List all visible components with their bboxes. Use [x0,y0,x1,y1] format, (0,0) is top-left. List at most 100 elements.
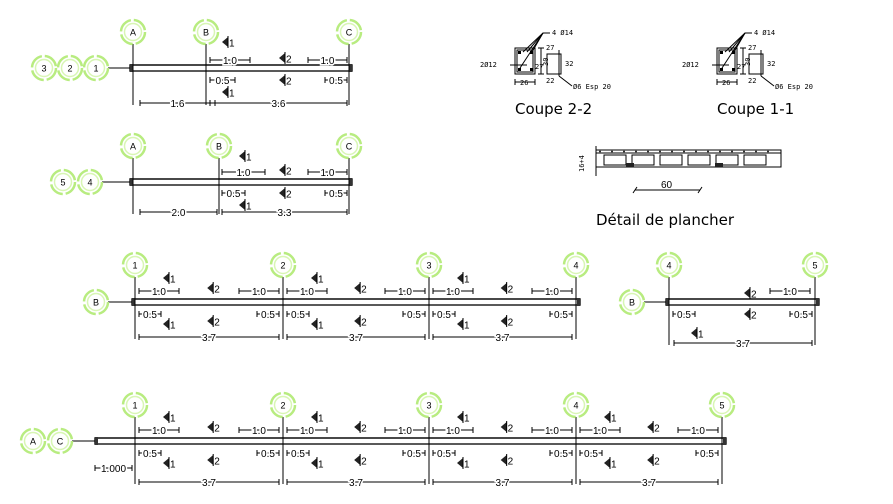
grid-row-bubble: 3 [30,54,58,82]
dimension-label: 0.5 [407,310,421,321]
grid-axis-bubble: 1 [121,251,149,279]
top-bar-length: 1.0 [677,425,719,439]
dimension-label: 1.0 [321,56,335,67]
dimension-label: 1.0 [446,426,460,437]
section-marker-label: 1 [464,321,470,332]
bottom-bar-length: 0.5 [221,188,246,202]
section-marker: 2 [207,421,220,435]
floor-detail-title: Détail de plancher [596,211,735,229]
top-bar-length: 1.0 [579,425,621,439]
span-dimension: 2.0 [139,207,218,221]
dimension-label: 1.0 [691,426,705,437]
grid-axis-bubble: 5 [801,251,829,279]
bottom-bar-length: 0.5 [402,309,426,323]
bottom-bar-length: 0.5 [432,448,456,462]
section-marker-label: 1 [229,39,235,50]
dimension-label: 0.5 [291,449,305,460]
top-bar-length: 1.0 [307,167,348,181]
dimension-label: 1.0 [300,287,314,298]
floor-thickness-label: 16+4 [578,155,586,172]
grid-axis-bubble: 5 [708,391,736,419]
bottom-bar-length: 0.5 [549,448,573,462]
grid-row-bubble: B [82,288,110,316]
section-marker-label: 2 [214,285,220,296]
section-marker: 1 [163,411,176,425]
stirrup-top-label: 27 [546,44,554,52]
span-dimension: 3.7 [138,477,280,491]
stirrup-left-label: 27 [535,63,543,71]
dimension-label: 1.6 [171,99,185,110]
section-marker-label: 2 [508,424,514,435]
grid-label: C [346,28,353,38]
section-marker-label: 1 [170,460,176,471]
bottom-bar-length: 0.5 [138,448,162,462]
stirrup-bottom-label: 22 [546,77,554,85]
grid-label: 3 [426,261,431,271]
grid-axis-bubble: 4 [655,251,683,279]
section-marker-label: 2 [508,285,514,296]
section-marker-label: 1 [318,414,324,425]
dimension-label: 0.5 [227,189,241,200]
dimension-label: 3.7 [202,478,216,489]
section-marker-label: 2 [361,424,367,435]
section-marker: 2 [354,421,367,435]
bottom-bar-length: 0.5 [324,188,348,202]
top-bar-length: 1.0 [286,425,328,439]
section-marker-label: 1 [318,275,324,286]
span-dimension: 3.7 [286,477,426,491]
section-marker: 2 [207,282,220,296]
bottom-bar-length: 0.5 [286,309,310,323]
section-marker-label: 1 [318,321,324,332]
section-marker-label: 2 [361,285,367,296]
width-label: 26 [520,79,528,87]
section-marker: 1 [691,327,704,341]
section-marker-label: 2 [286,190,292,201]
section-marker-label: 2 [361,318,367,329]
dimension-label: 1.0 [398,287,412,298]
beam [94,437,727,445]
section-marker-label: 1 [246,153,252,164]
top-bars-label: 4 Ø14 [552,29,573,37]
section-marker-label: 2 [214,457,220,468]
section-marker: 1 [311,457,324,471]
grid-axis-bubble: 4 [562,251,590,279]
section-marker: 2 [647,421,660,435]
dimension-label: 1.0 [252,426,266,437]
rib-spacing-label: 60 [661,180,673,191]
bottom-bars-label: 2Ø12 [682,61,699,69]
dimension-label: 0.5 [700,449,714,460]
stirrup-left-label: 27 [737,63,745,71]
section-marker-label: 1 [318,460,324,471]
dimension-label: 1.0 [398,426,412,437]
grid-label: 4 [666,261,671,271]
grid-axis-bubble: 2 [269,251,297,279]
dimension-label: 0.5 [794,310,808,321]
dimension-label: 0.5 [554,449,568,460]
grid-row-bubble: A [19,427,47,455]
section-marker-label: 1 [464,460,470,471]
grid-label: 4 [87,178,92,188]
bottom-bar-length: 0.5 [432,309,456,323]
grid-label: 3 [426,401,431,411]
dimension-label: 1.0 [593,426,607,437]
section-marker-label: 1 [170,321,176,332]
section-marker-label: 2 [508,318,514,329]
span-dimension: 3.6 [209,98,348,112]
section-marker-label: 1 [229,89,235,100]
grid-label: 1 [132,401,137,411]
section-marker: 2 [354,315,367,329]
section-marker-label: 2 [654,457,660,468]
span-dimension: 3.3 [221,207,348,221]
section-marker-label: 2 [654,424,660,435]
section-marker: 1 [604,457,617,471]
bottom-bar-length: 0.5 [579,448,603,462]
section-marker: 1 [604,411,617,425]
dimension-label: 1.0 [223,56,237,67]
section-marker: 2 [279,52,292,66]
grid-row-bubble: 4 [76,168,104,196]
section-marker-label: 1 [611,414,617,425]
